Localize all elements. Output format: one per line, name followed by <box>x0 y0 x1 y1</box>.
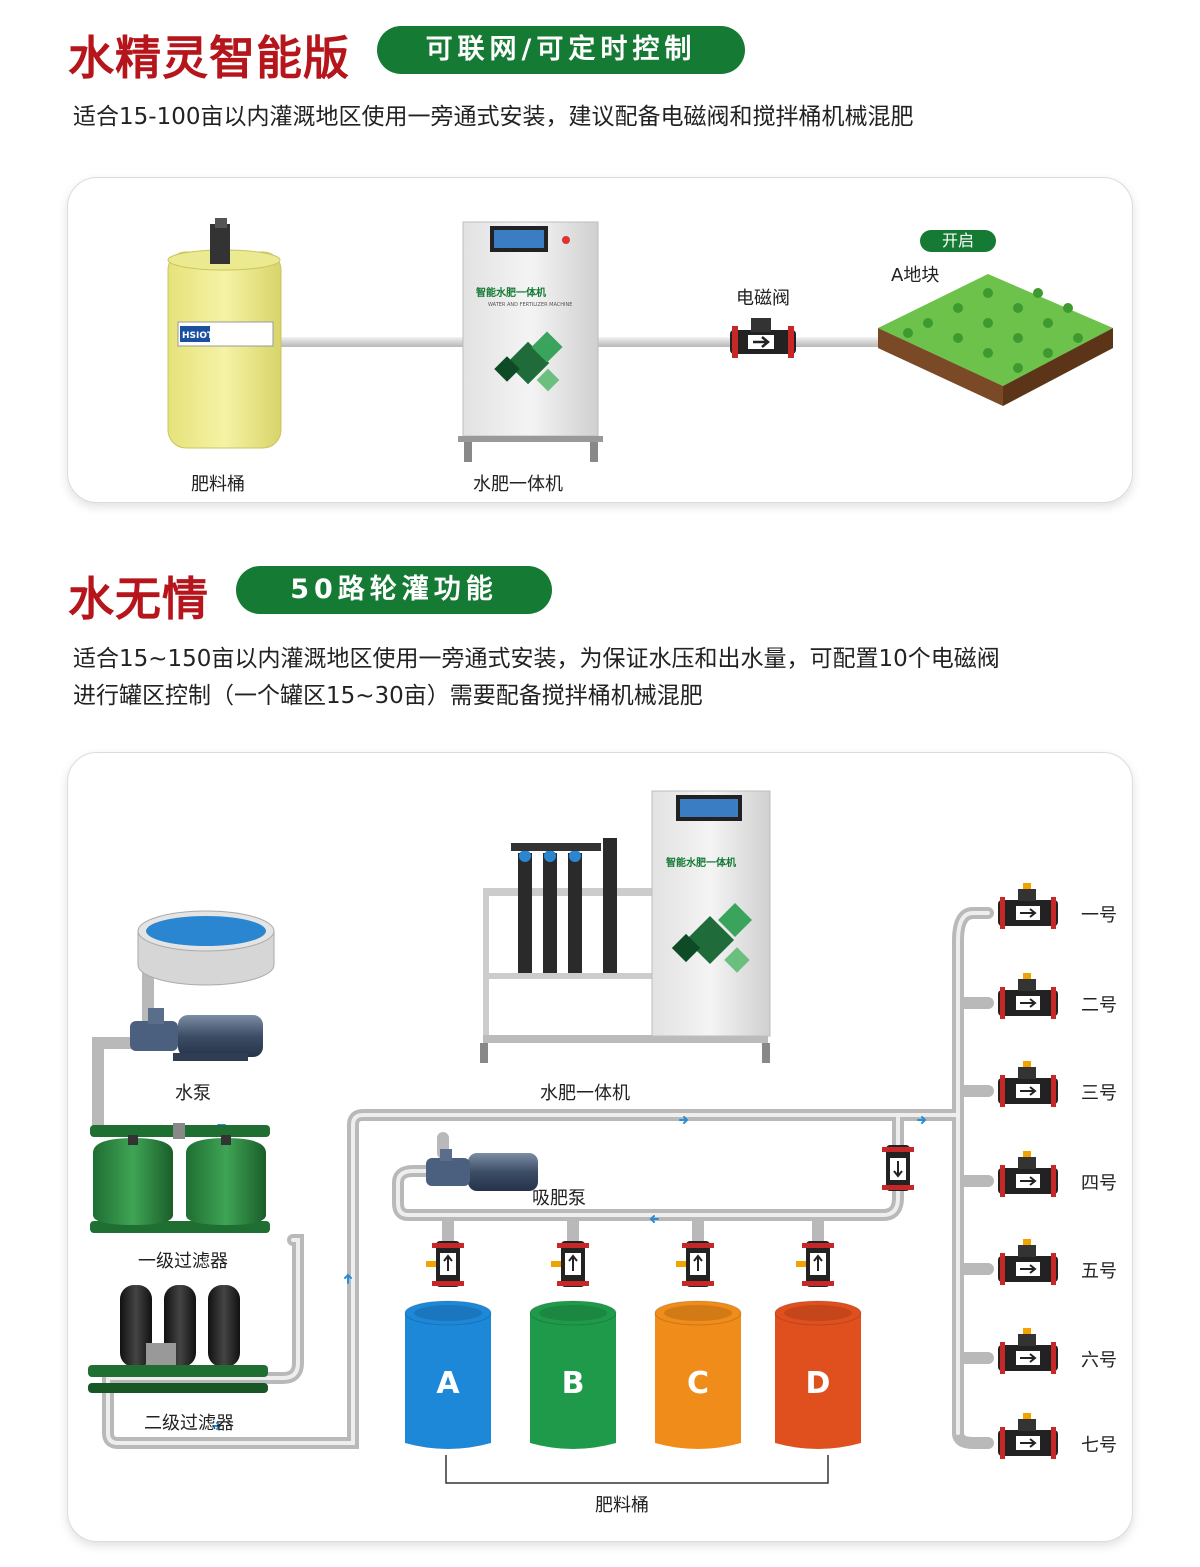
tank-letter: B <box>562 1366 585 1401</box>
zone-valve <box>998 1328 1058 1374</box>
tank-A: A <box>404 1300 492 1449</box>
section2-description-line2: 进行罐区控制（一个罐区15~30亩）需要配备搅拌桶机械混肥 <box>73 683 703 709</box>
tank-valve <box>426 1241 464 1287</box>
tank-D: D <box>774 1300 862 1449</box>
machine2-brand: 智能水肥一体机 <box>666 856 736 869</box>
label-valve: 电磁阀 <box>736 288 790 309</box>
zone-label: 二号 <box>1081 995 1117 1016</box>
zone-valves <box>998 883 1058 1459</box>
label-suction-pump: 吸肥泵 <box>532 1188 586 1209</box>
tank-letter: D <box>806 1366 831 1401</box>
section1-diagram-card: HSIOT 智能水肥一体机 WATER AND FERTILIZER MACHI… <box>67 177 1133 503</box>
zone-label: 三号 <box>1081 1083 1117 1104</box>
tank-B: B <box>529 1300 617 1449</box>
tank-letter: C <box>687 1366 709 1401</box>
section2-diagram-card: 智能水肥一体机 A B C D 水泵 <box>67 752 1133 1542</box>
open-badge <box>920 230 996 252</box>
solenoid-valve <box>730 318 796 358</box>
suction-pump <box>426 1149 538 1191</box>
section1-title: 水精灵智能版 <box>68 31 350 85</box>
label-machine2: 水肥一体机 <box>540 1083 630 1104</box>
zone-label: 五号 <box>1081 1261 1117 1282</box>
tank-bracket <box>445 1455 829 1484</box>
zone-valve <box>998 1413 1058 1459</box>
fertilizer-tanks: A B C D <box>404 1300 862 1449</box>
label-tanks: 肥料桶 <box>595 1495 649 1516</box>
water-reservoir <box>137 910 275 986</box>
fertilizer-tank: HSIOT <box>167 218 282 449</box>
tank-letter: A <box>436 1366 460 1401</box>
tank-valve <box>551 1241 589 1287</box>
water-fertilizer-machine-2: 智能水肥一体机 <box>480 790 771 1063</box>
machine-brand: 智能水肥一体机 <box>476 286 546 299</box>
label-pump: 水泵 <box>175 1083 211 1104</box>
water-fertilizer-machine: 智能水肥一体机 WATER AND FERTILIZER MACHINE <box>458 221 603 462</box>
zone-valve <box>998 1239 1058 1285</box>
tank-logo: HSIOT <box>182 331 214 341</box>
tank-valves <box>426 1241 834 1287</box>
section2-badge: 50路轮灌功能 <box>236 566 552 614</box>
label-field: A地块 <box>891 265 940 286</box>
tank-valve <box>676 1241 714 1287</box>
water-pump <box>130 1008 263 1061</box>
tank-C: C <box>654 1300 742 1449</box>
zone-valve <box>998 973 1058 1019</box>
section2-description-line1: 适合15~150亩以内灌溉地区使用一旁通式安装，为保证水压和出水量，可配置10个… <box>73 646 1000 672</box>
label-machine: 水肥一体机 <box>473 474 563 495</box>
secondary-filter <box>88 1285 268 1393</box>
zone-valve <box>998 1061 1058 1107</box>
zone-label: 六号 <box>1081 1350 1117 1371</box>
label-tank: 肥料桶 <box>191 474 245 495</box>
section2-diagram: 智能水肥一体机 A B C D <box>88 790 1058 1484</box>
section2-title: 水无情 <box>68 572 209 626</box>
zone-label: 一号 <box>1081 905 1117 926</box>
label-filter2: 二级过滤器 <box>144 1413 234 1434</box>
primary-filter <box>90 1123 270 1233</box>
zone-label: 七号 <box>1081 1435 1117 1456</box>
section1-badge: 可联网/可定时控制 <box>377 26 745 74</box>
field-block <box>878 274 1113 406</box>
open-badge-label: 开启 <box>942 231 974 250</box>
zone-label: 四号 <box>1081 1173 1117 1194</box>
section1-description: 适合15-100亩以内灌溉地区使用一旁通式安装，建议配备电磁阀和搅拌桶机械混肥 <box>73 104 914 130</box>
tank-valve <box>796 1241 834 1287</box>
label-filter1: 一级过滤器 <box>138 1251 228 1272</box>
zone-valve <box>998 1151 1058 1197</box>
machine-brand-en: WATER AND FERTILIZER MACHINE <box>488 302 572 308</box>
zone-valve <box>998 883 1058 929</box>
check-valve <box>882 1145 914 1191</box>
section1-diagram: HSIOT 智能水肥一体机 WATER AND FERTILIZER MACHI… <box>167 218 1113 462</box>
